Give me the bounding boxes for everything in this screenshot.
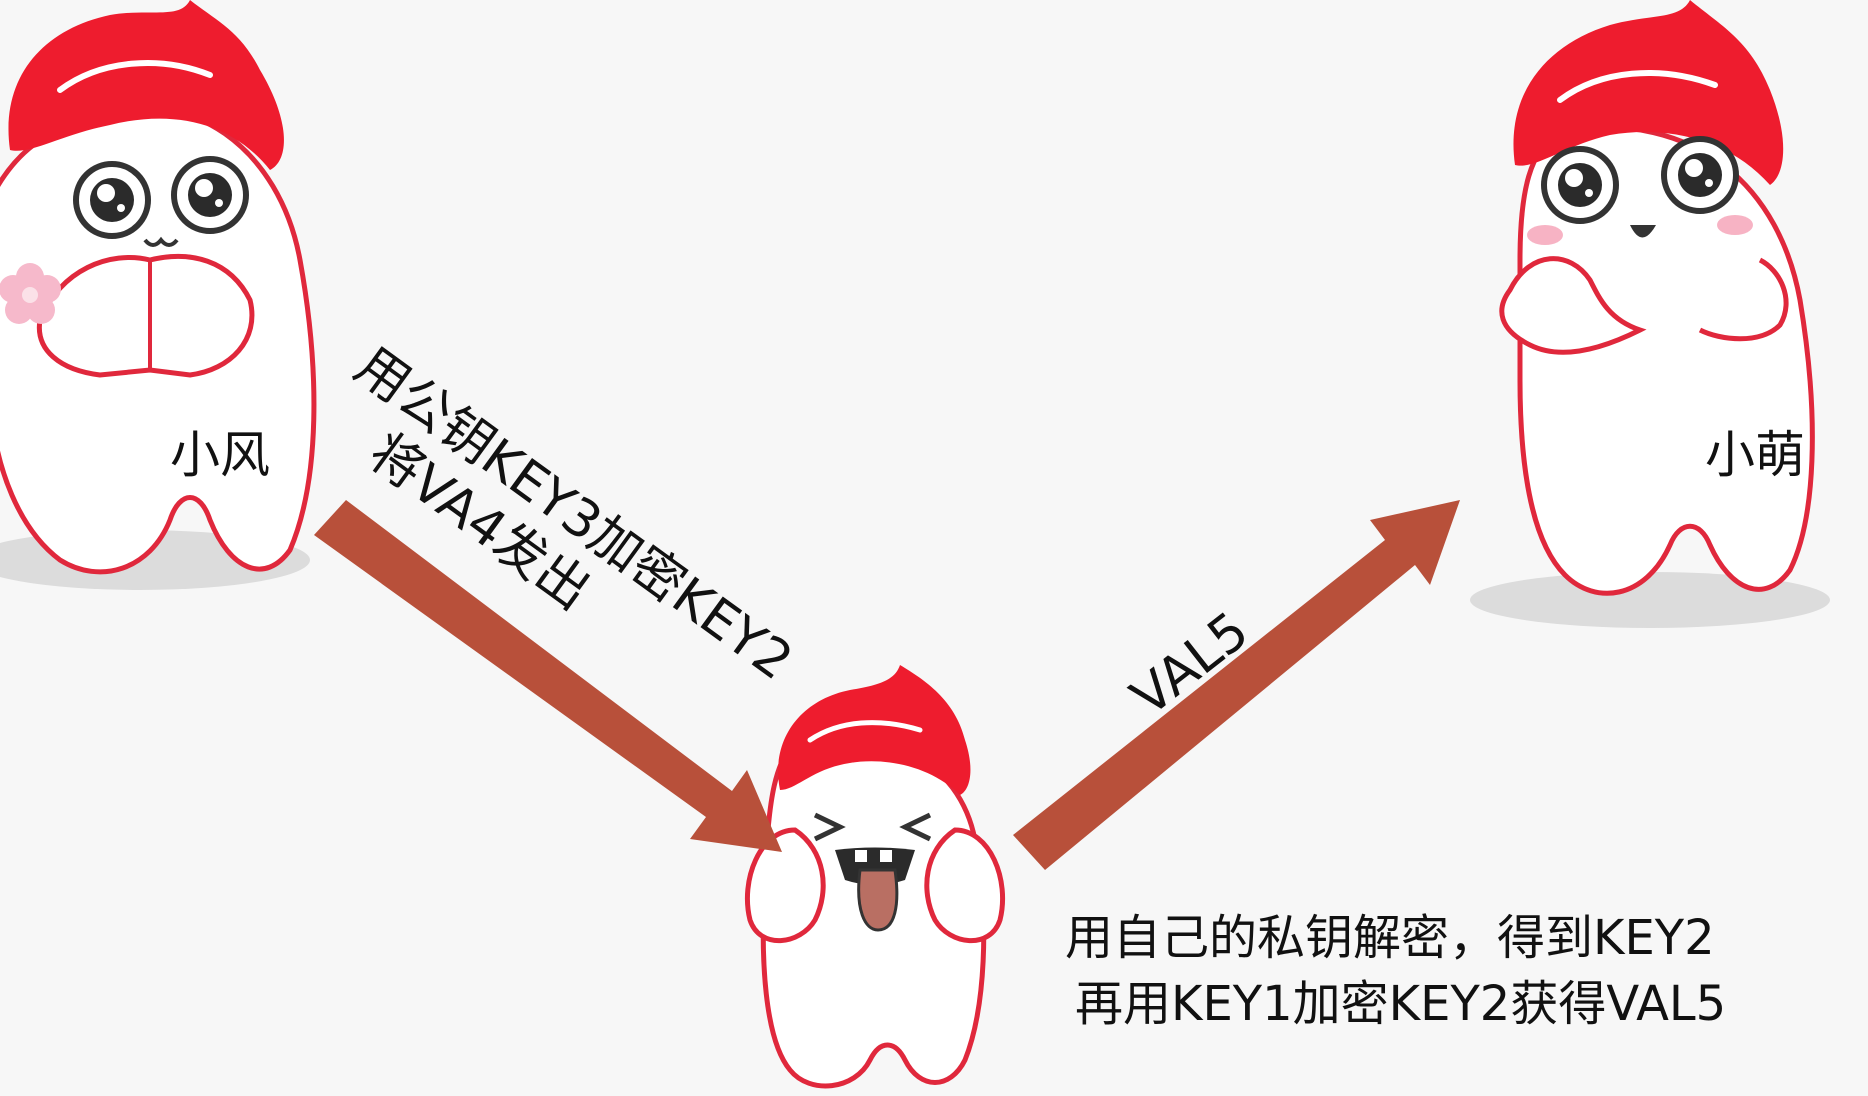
receiver-left-eye (1544, 149, 1616, 221)
receiver-right-cheek (1717, 215, 1753, 235)
receiver-character (1470, 0, 1830, 628)
decrypt-note-line2: 再用KEY1加密KEY2获得VAL5 (1075, 976, 1727, 1032)
sender-mouth (143, 236, 179, 247)
sender-hands (36, 253, 255, 378)
sender-left-eye (76, 164, 148, 236)
flower-icon (0, 263, 61, 324)
receiver-name-label: 小萌 (1705, 426, 1805, 484)
attacker-tooth (880, 850, 892, 862)
attacker-tooth (855, 850, 867, 862)
attacker-left-squint-eye (813, 812, 846, 842)
sender-flame-hair (8, 0, 284, 170)
attacker-right-arm (924, 827, 1006, 944)
sender-name-label: 小风 (170, 426, 270, 484)
receiver-flame-hair (1513, 0, 1784, 185)
arrow-sender-to-attacker (314, 500, 782, 852)
receiver-hands (1499, 256, 1647, 355)
attacker-right-squint-eye (899, 812, 932, 842)
sender-character (0, 0, 317, 590)
attacker-left-arm (744, 827, 826, 944)
sender-right-eye (174, 159, 246, 231)
attacker-tongue (857, 868, 899, 932)
receiver-mouth (1630, 225, 1656, 238)
receiver-hair-highlight (1557, 70, 1718, 103)
decrypt-note-line1: 用自己的私钥解密，得到KEY2 (1065, 910, 1715, 966)
receiver-body (1517, 124, 1815, 596)
decrypt-note: 用自己的私钥解密，得到KEY2 再用KEY1加密KEY2获得VAL5 (1065, 905, 1726, 1037)
receiver-right-arm (1698, 257, 1789, 342)
attacker-character (744, 665, 1006, 1089)
attacker-flame-hair (778, 665, 971, 795)
arrow-attacker-to-receiver (1013, 500, 1460, 870)
sender-hair-highlight (57, 60, 213, 93)
attacker-hair-highlight (807, 720, 923, 743)
receiver-right-eye (1664, 139, 1736, 211)
receiver-left-cheek (1527, 225, 1563, 245)
